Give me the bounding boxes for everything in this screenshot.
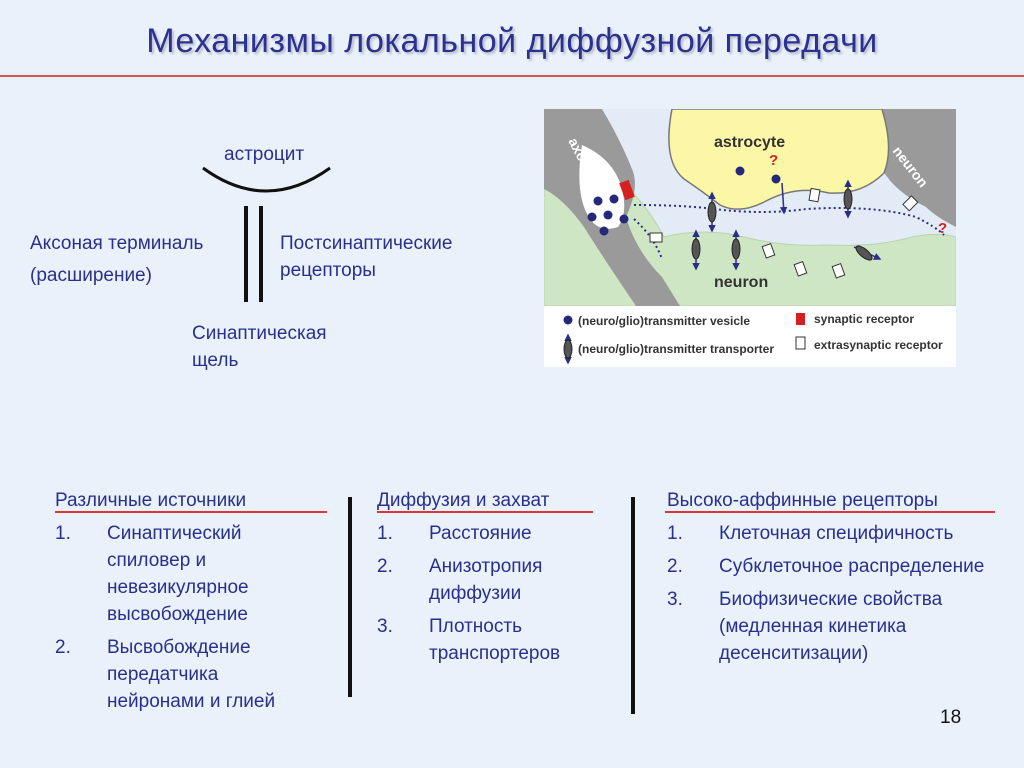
question-mark-right: ? xyxy=(938,220,947,237)
list-item: 2.Высвобождение передатчика нейронами и … xyxy=(55,637,276,712)
synapse-figure: astrocyte axon neuron neuron ? ? xyxy=(543,108,957,367)
column-2-list: 1.Расстояние 2.Анизотропия диффузии 3.Пл… xyxy=(377,520,613,673)
diffusion-path xyxy=(633,204,945,236)
axon-terminal-sublabel: (расширение) xyxy=(30,265,152,286)
list-item: 1.Расстояние xyxy=(377,523,532,544)
legend-vesicle-icon xyxy=(563,315,573,325)
legend-transporter-icon xyxy=(563,333,573,365)
column-3-rule xyxy=(665,511,995,513)
vesicle-cluster xyxy=(587,166,781,236)
axon-terminal xyxy=(579,145,625,229)
postsynaptic-label: Постсинаптические xyxy=(280,233,453,254)
legend-synaptic-receptor-label: synaptic receptor xyxy=(814,312,914,326)
list-item: 2.Анизотропия диффузии xyxy=(377,556,543,604)
column-1-rule xyxy=(55,511,327,513)
astrocyte-fig-label: astrocyte xyxy=(714,134,785,151)
list-item: 2.Субклеточное распределение xyxy=(667,556,985,577)
column-separator-2 xyxy=(631,497,635,714)
legend-extrasynaptic-receptor-icon xyxy=(795,336,806,350)
cleft-label: Синаптическая xyxy=(192,323,327,344)
legend-transporter-label: (neuro/glio)transmitter transporter xyxy=(578,342,774,356)
legend-synaptic-receptor-icon xyxy=(796,313,805,325)
neuron-bottom-fig-label: neuron xyxy=(714,274,768,291)
astrocyte-arc xyxy=(202,166,331,193)
astrocyte-body xyxy=(668,108,890,210)
column-1-heading: Различные источники xyxy=(55,490,247,511)
extrasynaptic-receptors xyxy=(649,187,919,279)
column-3-heading: Высоко-аффинные рецепторы xyxy=(667,490,938,511)
page-number: 18 xyxy=(940,707,962,728)
cleft-sublabel: щель xyxy=(192,350,239,371)
postsynaptic-sublabel: рецепторы xyxy=(280,260,376,281)
column-2-rule xyxy=(377,511,593,513)
legend-extrasynaptic-receptor-label: extrasynaptic receptor xyxy=(814,338,943,352)
legend-area xyxy=(544,306,956,367)
transporters xyxy=(691,188,873,261)
top-neuron xyxy=(876,109,956,227)
column-3-list: 1.Клеточная специфичность 2.Субклеточное… xyxy=(667,520,1012,673)
synaptic-receptor xyxy=(619,179,635,201)
list-item: 1.Синаптический спиловер и невезикулярно… xyxy=(55,523,249,625)
question-mark-top: ? xyxy=(769,152,778,169)
list-item: 1.Клеточная специфичность xyxy=(667,523,954,544)
list-item: 3.Биофизические свойства (медленная кине… xyxy=(667,589,943,664)
column-1-list: 1.Синаптический спиловер и невезикулярно… xyxy=(55,520,317,721)
slide-title: Механизмы локальной диффузной передачи xyxy=(146,22,878,60)
title-divider xyxy=(0,75,1024,77)
astrocyte-label: астроцит xyxy=(224,144,305,165)
column-2-heading: Диффузия и захват xyxy=(377,490,550,511)
list-item: 3.Плотность транспортеров xyxy=(377,616,561,664)
axon-terminal-label: Аксоная терминаль xyxy=(30,233,204,254)
column-separator-1 xyxy=(348,497,352,697)
legend-vesicle-label: (neuro/glio)transmitter vesicle xyxy=(578,314,750,328)
